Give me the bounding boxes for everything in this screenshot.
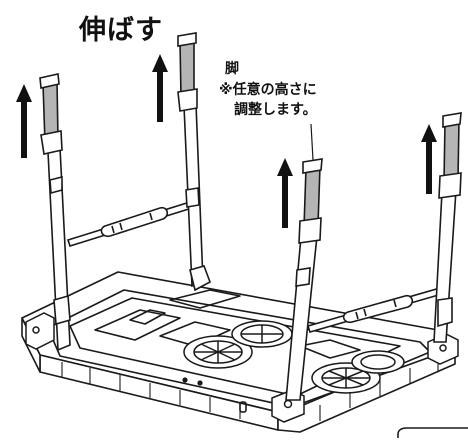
cross-bar-left [66,201,194,247]
title: 伸ばす [79,15,163,46]
leg-back-right [433,112,462,343]
note-line-2: 調整します。 [234,102,317,118]
corner-feet [25,312,459,423]
up-arrow-icon [16,84,32,158]
note-line-1: ※任意の高さに [219,82,317,98]
up-arrow-icon [421,124,437,194]
leader-line [310,123,314,161]
leg-front-left [39,73,71,352]
corner-tab [397,427,468,438]
leg-back-left [177,32,211,292]
casters [183,320,405,394]
leg-label: 脚 [225,61,239,77]
up-arrow-icon [152,54,168,122]
up-arrow-icon [277,158,293,228]
cross-bar-right [306,287,444,333]
leg-front-right [285,158,323,401]
